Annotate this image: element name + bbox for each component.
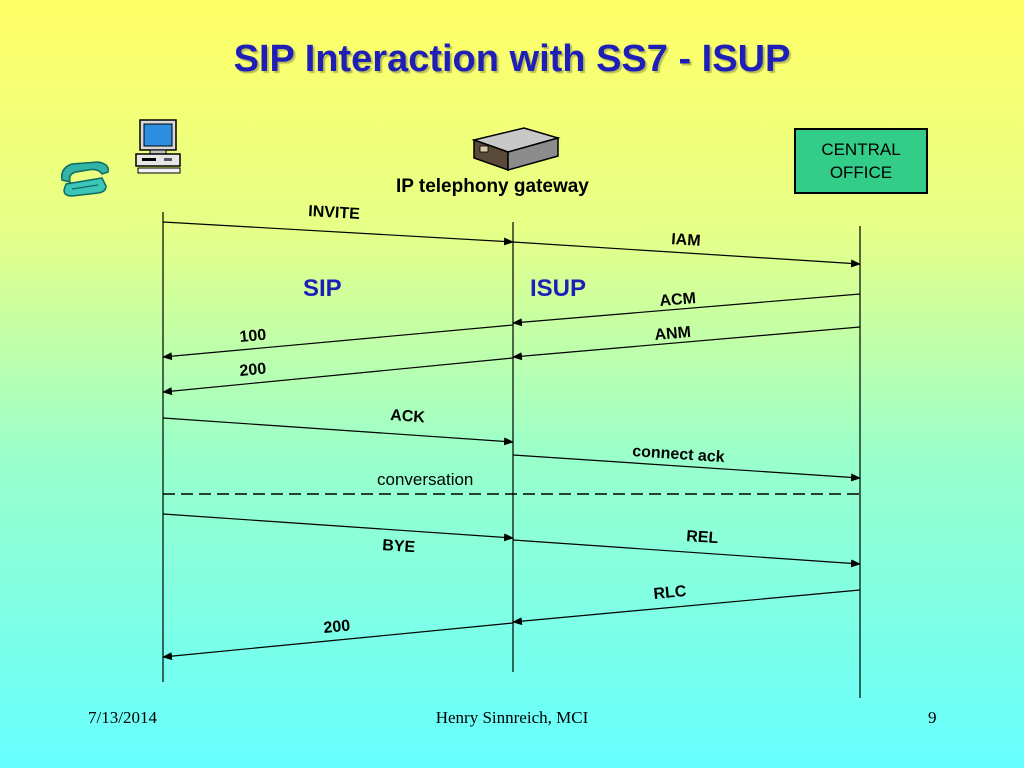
label-acm: ACM <box>659 290 697 310</box>
label-ack: ACK <box>390 407 426 426</box>
arrow-bye <box>162 513 514 542</box>
arrow-acm <box>512 293 861 327</box>
telephone-icon <box>60 161 110 197</box>
label-rel: REL <box>686 528 719 547</box>
label-anm: ANM <box>654 324 692 344</box>
arrow-200-second <box>162 622 514 661</box>
isup-label: ISUP <box>530 275 586 302</box>
arrow-200-first <box>162 357 514 396</box>
arrow-connect-ack <box>512 454 861 482</box>
label-rlc: RLC <box>653 583 688 603</box>
arrow-rlc <box>512 589 861 626</box>
arrow-100 <box>162 324 514 361</box>
central-office-box: CENTRAL OFFICE <box>794 128 928 194</box>
arrow-anm <box>512 326 861 361</box>
arrow-iam <box>512 241 861 268</box>
footer-date: 7/13/2014 <box>88 708 157 727</box>
arrow-ack <box>162 417 514 446</box>
label-invite: INVITE <box>308 203 361 223</box>
sip-label: SIP <box>303 275 342 302</box>
label-conversation: conversation <box>377 470 473 489</box>
arrow-rel <box>512 539 861 568</box>
label-200-first: 200 <box>239 360 267 379</box>
arrow-invite <box>162 221 514 246</box>
gateway-icon <box>471 127 561 172</box>
footer-author: Henry Sinnreich, MCI <box>435 708 589 727</box>
label-200-second: 200 <box>323 617 351 636</box>
label-iam: IAM <box>671 231 701 250</box>
slide-title: SIP Interaction with SS7 - ISUP <box>233 38 791 80</box>
footer-page-number: 9 <box>928 708 937 727</box>
label-connect-ack: connect ack <box>632 443 726 466</box>
gateway-label: IP telephony gateway <box>396 176 589 197</box>
computer-icon <box>135 119 181 174</box>
label-100: 100 <box>239 327 267 346</box>
label-bye: BYE <box>382 537 416 556</box>
